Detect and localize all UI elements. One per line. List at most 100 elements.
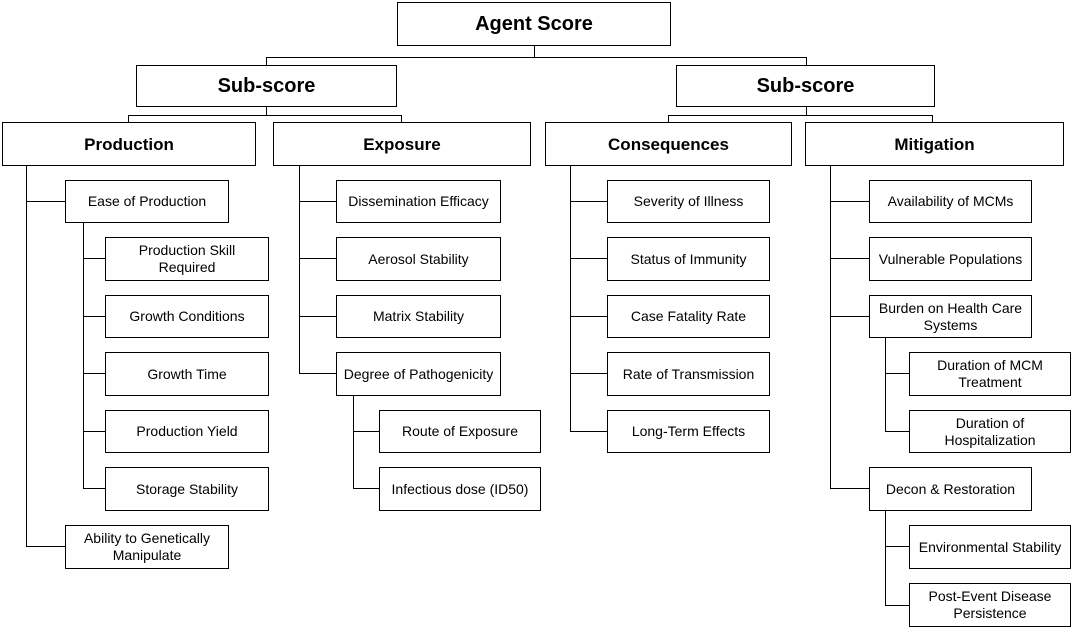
infectious-dose-node: Infectious dose (ID50) xyxy=(379,467,541,511)
connector xyxy=(932,115,933,123)
node-label: Matrix Stability xyxy=(372,308,465,324)
node-label: Production Skill Required xyxy=(138,242,236,275)
connector xyxy=(299,258,337,259)
connector xyxy=(570,431,608,432)
subscore-label: Sub-score xyxy=(217,74,316,97)
connector xyxy=(83,431,106,432)
connector xyxy=(266,106,267,116)
production-node: Production xyxy=(2,122,256,166)
production-label: Production xyxy=(84,134,174,154)
exposure-node: Exposure xyxy=(273,122,531,166)
connector xyxy=(266,57,267,66)
mitigation-label: Mitigation xyxy=(894,134,975,154)
production-skill-node: Production Skill Required xyxy=(105,237,269,281)
connector xyxy=(830,258,870,259)
node-label: Duration of Hospitalization xyxy=(944,414,1036,448)
connector xyxy=(885,373,910,374)
connector xyxy=(26,201,66,202)
exposure-label: Exposure xyxy=(363,134,441,154)
connector xyxy=(26,165,27,547)
connector xyxy=(830,165,831,489)
dissemination-efficacy-node: Dissemination Efficacy xyxy=(336,180,501,223)
connector xyxy=(570,165,571,432)
case-fatality-rate-node: Case Fatality Rate xyxy=(607,295,770,338)
connector xyxy=(83,316,106,317)
node-label: Status of Immunity xyxy=(630,250,747,267)
agent-score-node: Agent Score xyxy=(397,2,671,46)
mitigation-node: Mitigation xyxy=(805,122,1064,166)
connector xyxy=(806,106,807,116)
decon-restoration-node: Decon & Restoration xyxy=(869,467,1032,511)
growth-time-node: Growth Time xyxy=(105,352,269,396)
degree-of-pathogenicity-node: Degree of Pathogenicity xyxy=(336,352,501,396)
connector xyxy=(806,57,807,66)
connector xyxy=(830,488,870,489)
connector xyxy=(830,316,870,317)
rate-of-transmission-node: Rate of Transmission xyxy=(607,352,770,396)
production-yield-node: Production Yield xyxy=(105,410,269,453)
burden-on-health-care-node: Burden on Health Care Systems xyxy=(869,295,1032,338)
growth-conditions-node: Growth Conditions xyxy=(105,295,269,338)
node-label: Degree of Pathogenicity xyxy=(343,365,494,382)
connector xyxy=(83,488,106,489)
long-term-effects-node: Long-Term Effects xyxy=(607,410,770,453)
connector xyxy=(668,115,932,116)
post-event-disease-persistence-node: Post-Event Disease Persistence xyxy=(909,583,1071,627)
connector xyxy=(128,115,129,123)
connector xyxy=(83,258,106,259)
subscore-label: Sub-score xyxy=(756,74,855,97)
connector xyxy=(401,115,402,123)
aerosol-stability-node: Aerosol Stability xyxy=(336,237,501,281)
storage-stability-node: Storage Stability xyxy=(105,467,269,511)
node-label: Burden on Health Care Systems xyxy=(878,299,1023,333)
node-label: Rate of Transmission xyxy=(622,365,755,382)
agent-score-label: Agent Score xyxy=(475,12,593,35)
ease-of-production-node: Ease of Production xyxy=(65,180,229,223)
node-label: Production Yield xyxy=(136,423,238,439)
genetic-manipulation-node: Ability to Genetically Manipulate xyxy=(65,525,229,569)
node-label: Decon & Restoration xyxy=(885,480,1016,497)
connector xyxy=(885,431,910,432)
connector xyxy=(299,165,300,374)
connector xyxy=(534,45,535,58)
node-label: Environmental Stability xyxy=(918,538,1062,555)
route-of-exposure-node: Route of Exposure xyxy=(379,410,541,453)
connector xyxy=(570,258,608,259)
connector xyxy=(83,222,84,489)
node-label: Case Fatality Rate xyxy=(630,308,747,324)
connector xyxy=(299,316,337,317)
connector xyxy=(353,488,380,489)
node-label: Growth Conditions xyxy=(129,308,245,324)
connector xyxy=(570,201,608,202)
duration-of-hospitalization-node: Duration of Hospitalization xyxy=(909,410,1071,453)
connector xyxy=(885,510,886,606)
connector xyxy=(266,57,806,58)
connector xyxy=(570,373,608,374)
node-label: Severity of Illness xyxy=(633,193,744,209)
connector xyxy=(668,115,669,123)
connector xyxy=(885,605,910,606)
connector xyxy=(299,201,337,202)
environmental-stability-node: Environmental Stability xyxy=(909,525,1071,569)
consequences-label: Consequences xyxy=(608,134,729,154)
vulnerable-populations-node: Vulnerable Populations xyxy=(869,237,1032,281)
availability-of-mcms-node: Availability of MCMs xyxy=(869,180,1032,223)
node-label: Post-Event Disease Persistence xyxy=(928,588,1052,621)
node-label: Duration of MCM Treatment xyxy=(937,357,1043,390)
node-label: Long-Term Effects xyxy=(631,423,746,439)
node-label: Dissemination Efficacy xyxy=(348,193,489,209)
connector xyxy=(885,337,886,432)
consequences-node: Consequences xyxy=(545,122,792,166)
connector xyxy=(299,373,337,374)
connector xyxy=(128,115,401,116)
node-label: Storage Stability xyxy=(136,480,238,497)
connector xyxy=(83,373,106,374)
node-label: Availability of MCMs xyxy=(887,193,1014,209)
status-of-immunity-node: Status of Immunity xyxy=(607,237,770,281)
duration-of-mcm-treatment-node: Duration of MCM Treatment xyxy=(909,352,1071,396)
connector xyxy=(570,316,608,317)
subscore-node-right: Sub-score xyxy=(676,65,935,107)
connector xyxy=(353,431,380,432)
node-label: Vulnerable Populations xyxy=(878,250,1023,267)
